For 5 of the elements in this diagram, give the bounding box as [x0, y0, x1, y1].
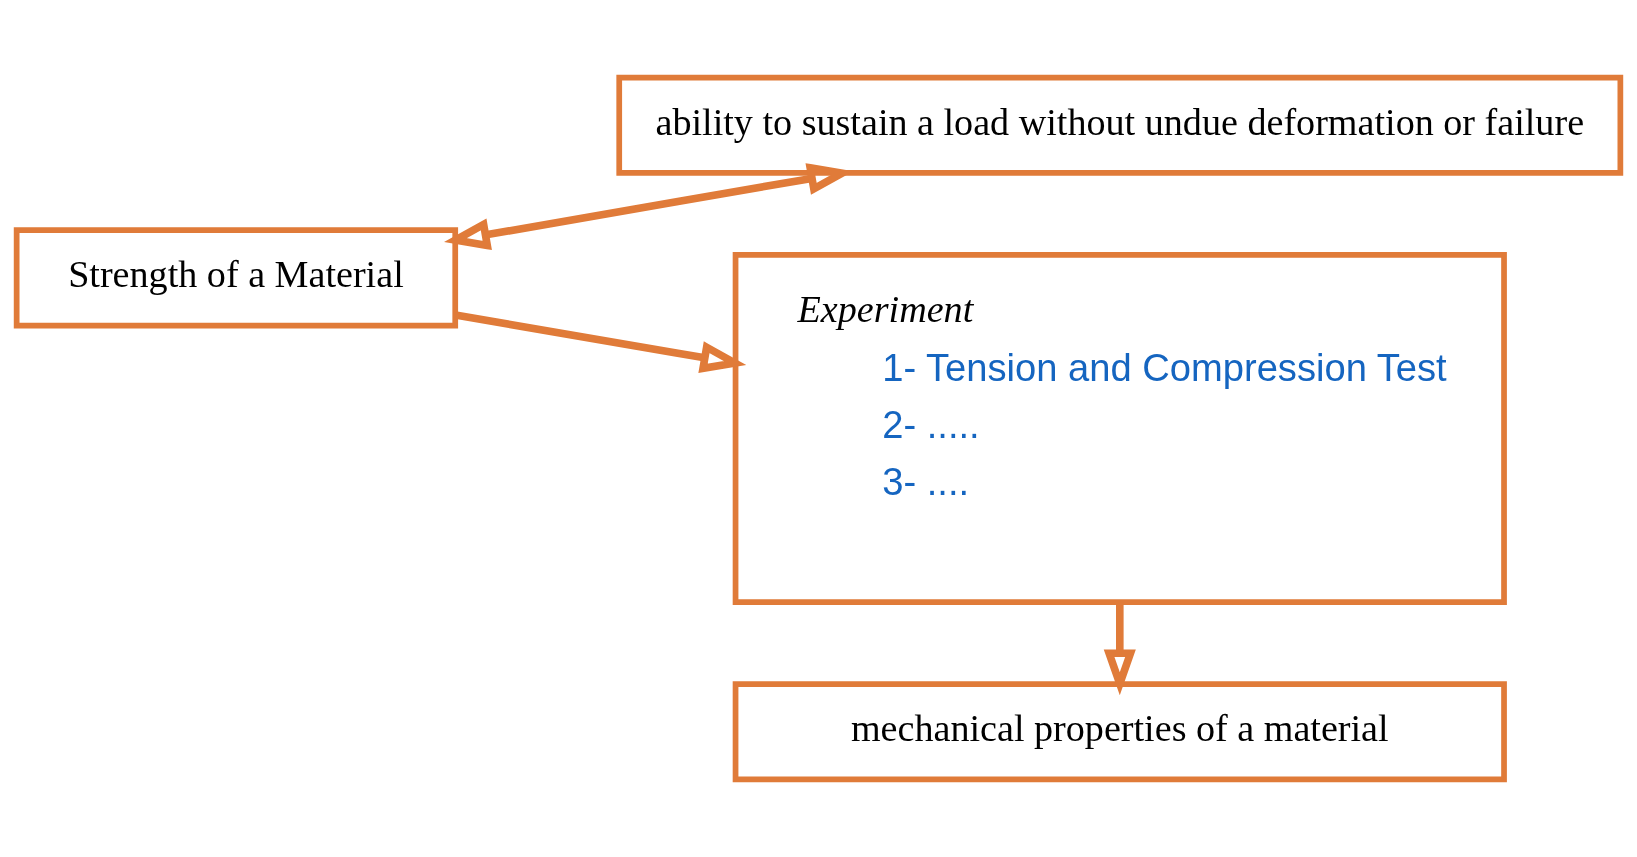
node-box: ability to sustain a load without undue deformation or failure	[616, 74, 1624, 176]
node-box: Experiment 1- Tension and Compression Test 2- ..... 3- ....	[732, 252, 1507, 605]
node-box: mechanical properties of a material	[732, 681, 1507, 783]
arrow	[1103, 602, 1136, 696]
node-box: Strength of a Material	[13, 227, 459, 329]
